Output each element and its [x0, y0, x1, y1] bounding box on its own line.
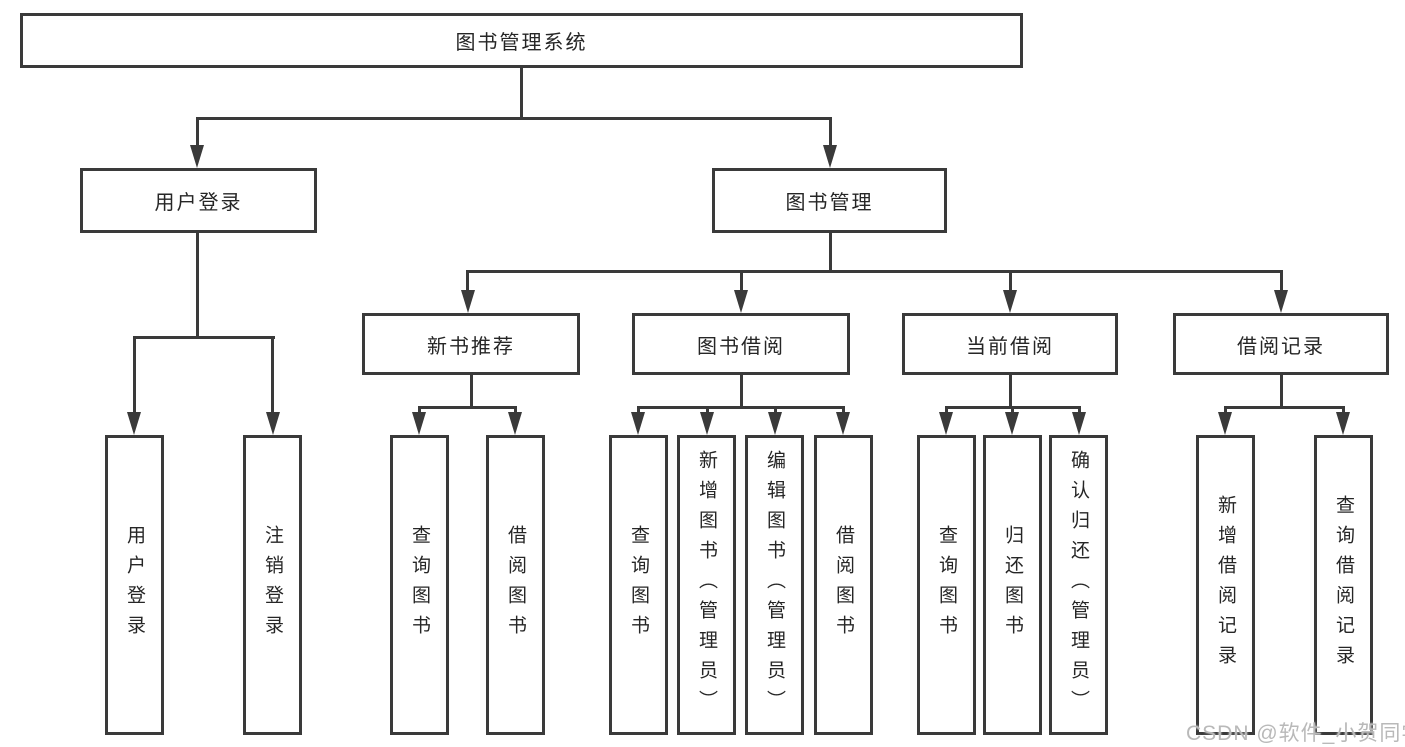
arrow-down-icon — [939, 412, 953, 435]
arrow-down-icon — [1336, 412, 1350, 435]
arrow-down-icon — [508, 412, 522, 435]
leaf-return-books-label: 归还图书 — [1002, 525, 1023, 645]
leaf-borrow-books-1-label: 借阅图书 — [505, 525, 526, 645]
arrow-down-icon — [190, 145, 204, 168]
connector-l3-stem-2 — [740, 270, 743, 295]
connector-userlogin-stem — [196, 230, 199, 339]
arrow-down-icon — [1218, 412, 1232, 435]
leaf-query-borrow-record-label: 查询借阅记录 — [1333, 495, 1354, 675]
connector-bookborrow-hbar — [637, 406, 845, 409]
node-user-login: 用户登录 — [80, 168, 317, 233]
connector-l3-stem-3 — [1009, 270, 1012, 295]
node-user-login-label: 用户登录 — [154, 192, 243, 214]
arrow-down-icon — [700, 412, 714, 435]
leaf-add-books-admin-label: 新增图书（管理员） — [696, 450, 717, 720]
connector-userlogin-leaf2-stem — [271, 336, 274, 416]
node-root: 图书管理系统 — [20, 13, 1023, 68]
arrow-down-icon — [823, 145, 837, 168]
arrow-down-icon — [127, 412, 141, 435]
leaf-user-login: 用户登录 — [105, 435, 164, 735]
leaf-query-books-3-label: 查询图书 — [936, 525, 957, 645]
leaf-add-borrow-record: 新增借阅记录 — [1196, 435, 1255, 735]
arrow-down-icon — [631, 412, 645, 435]
leaf-return-books: 归还图书 — [983, 435, 1042, 735]
connector-bookmgmt-hbar — [466, 270, 1283, 273]
leaf-logout: 注销登录 — [243, 435, 302, 735]
leaf-user-login-label: 用户登录 — [124, 525, 145, 645]
node-borrow-records-label: 借阅记录 — [1237, 335, 1325, 358]
connector-bookmgmt-stem — [829, 233, 832, 273]
connector-userlogin-hbar — [133, 336, 275, 339]
connector-root-right-stem — [829, 117, 832, 150]
leaf-borrow-books-2: 借阅图书 — [814, 435, 873, 735]
leaf-query-books-1-label: 查询图书 — [409, 525, 430, 645]
node-book-management-label: 图书管理 — [785, 192, 874, 214]
node-book-borrow-label: 图书借阅 — [697, 335, 785, 358]
arrow-down-icon — [1003, 290, 1017, 313]
leaf-borrow-books-1: 借阅图书 — [486, 435, 545, 735]
connector-root-left-stem — [196, 117, 199, 150]
arrow-down-icon — [461, 290, 475, 313]
node-new-book-recommend: 新书推荐 — [362, 313, 580, 375]
leaf-borrow-books-2-label: 借阅图书 — [833, 525, 854, 645]
leaf-query-books-1: 查询图书 — [390, 435, 449, 735]
leaf-edit-books-admin: 编辑图书（管理员） — [745, 435, 804, 735]
leaf-query-books-2-label: 查询图书 — [628, 525, 649, 645]
leaf-confirm-return-admin: 确认归还（管理员） — [1049, 435, 1108, 735]
arrow-down-icon — [1274, 290, 1288, 313]
leaf-add-borrow-record-label: 新增借阅记录 — [1215, 495, 1236, 675]
leaf-query-books-2: 查询图书 — [609, 435, 668, 735]
connector-newbook-stem — [470, 375, 473, 409]
csdn-watermark: CSDN @软件_小贺同学 — [1186, 722, 1405, 745]
arrow-down-icon — [768, 412, 782, 435]
connector-l3-stem-4 — [1280, 270, 1283, 295]
leaf-query-borrow-record: 查询借阅记录 — [1314, 435, 1373, 735]
node-root-label: 图书管理系统 — [455, 32, 588, 54]
connector-records-hbar — [1224, 406, 1345, 409]
arrow-down-icon — [1005, 412, 1019, 435]
connector-currentborrow-stem — [1009, 375, 1012, 409]
node-borrow-records: 借阅记录 — [1173, 313, 1389, 375]
connector-bookborrow-stem — [740, 375, 743, 409]
connector-newbook-hbar — [418, 406, 517, 409]
node-current-borrow: 当前借阅 — [902, 313, 1118, 375]
node-book-management: 图书管理 — [712, 168, 947, 233]
connector-records-stem — [1280, 375, 1283, 409]
arrow-down-icon — [266, 412, 280, 435]
node-current-borrow-label: 当前借阅 — [966, 335, 1054, 358]
node-new-book-recommend-label: 新书推荐 — [427, 335, 515, 358]
connector-root-stem — [520, 68, 523, 120]
connector-userlogin-leaf1-stem — [133, 336, 136, 416]
leaf-add-books-admin: 新增图书（管理员） — [677, 435, 736, 735]
leaf-logout-label: 注销登录 — [262, 525, 283, 645]
arrow-down-icon — [412, 412, 426, 435]
leaf-query-books-3: 查询图书 — [917, 435, 976, 735]
connector-root-hbar — [196, 117, 832, 120]
arrow-down-icon — [1072, 412, 1086, 435]
leaf-edit-books-admin-label: 编辑图书（管理员） — [764, 450, 785, 720]
arrow-down-icon — [734, 290, 748, 313]
leaf-confirm-return-admin-label: 确认归还（管理员） — [1068, 450, 1089, 720]
connector-l3-stem-1 — [466, 270, 469, 295]
node-book-borrow: 图书借阅 — [632, 313, 850, 375]
arrow-down-icon — [836, 412, 850, 435]
